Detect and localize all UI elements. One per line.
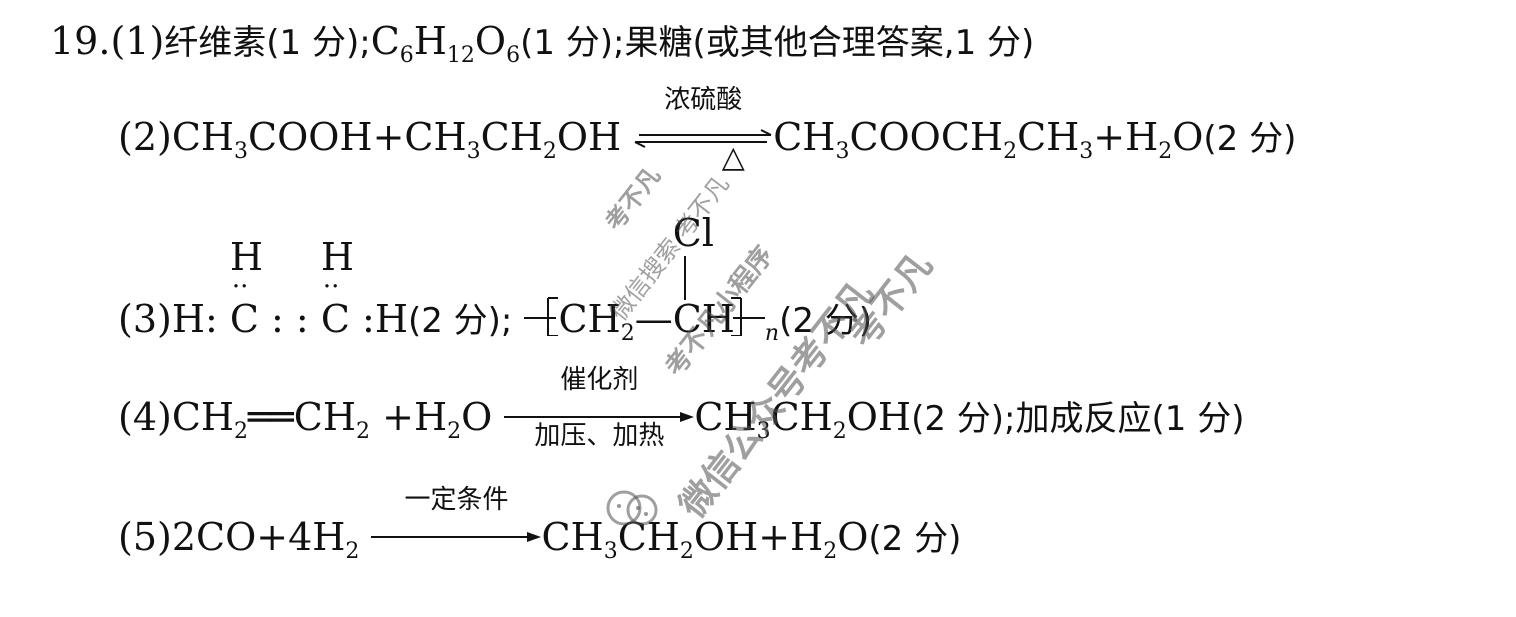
arrow-condition-top: 一定条件 (404, 484, 509, 515)
product-text: CH (694, 395, 757, 439)
question-number: 19. (50, 19, 111, 63)
product-text: +H (1093, 115, 1159, 159)
reactant-text: OH (556, 115, 622, 159)
atom-h: H (171, 297, 205, 341)
arrow-right-icon (504, 411, 695, 422)
wechat-logo-icon (606, 490, 658, 526)
part-3-answer: (3)H: H ·· C : : H ·· C :H(2 分); CH2— Cl… (118, 214, 873, 345)
sub: 3 (1079, 139, 1094, 164)
watermark: 考不凡 (599, 161, 667, 236)
double-electron-pair: : : (271, 297, 309, 341)
score: (2 分); (407, 301, 513, 341)
fructose-answer: (1 分);果糖(或其他合理答案,1 分) (520, 23, 1035, 63)
electron-dots: ·· (231, 272, 249, 302)
bracket-left-icon (524, 297, 559, 336)
reactant-text: CH (171, 115, 235, 159)
pvc-polymer: CH2— Cl CH (524, 214, 765, 345)
part-4-equation: (4)CH2══CH2 +H2O 催化剂 加压、加热 CH3CH2OH(2 分)… (118, 367, 1245, 449)
score: (2 分);加成反应(1 分) (911, 399, 1245, 439)
formula-h: H (413, 19, 447, 63)
bond-line-icon (683, 256, 686, 300)
sub: 2 (345, 539, 360, 564)
reversible-arrow-icon (634, 128, 772, 148)
arrow-condition-bottom: 加压、加热 (534, 420, 665, 451)
sub: 2 (1003, 139, 1018, 164)
score: (2 分) (868, 519, 962, 559)
bracket-right-icon (730, 297, 765, 336)
reactant-text: +H (370, 395, 448, 439)
product-text: OH (846, 395, 912, 439)
ch-unit: Cl CH (672, 214, 735, 341)
sub: 2 (679, 539, 694, 564)
sub: 2 (620, 321, 635, 346)
part-label: (3) (118, 297, 172, 341)
sub: 2 (542, 139, 557, 164)
single-bond: — (634, 297, 673, 341)
formula-o: O (474, 19, 507, 63)
sub: 3 (234, 139, 249, 164)
score: (2 分) (779, 301, 873, 341)
atom-c: C (229, 297, 259, 341)
sub: 3 (835, 139, 850, 164)
part-label: (5) (118, 515, 172, 559)
polymer-unit: CH (672, 297, 735, 341)
electron-dots: ·· (322, 272, 340, 302)
product-text: CH (770, 395, 833, 439)
part-label: (1) (110, 19, 165, 63)
product-text: OH+H (693, 515, 824, 559)
sub: 3 (603, 539, 618, 564)
arrow-condition-top: 浓硫酸 (664, 84, 743, 115)
heat-symbol: △ (721, 139, 745, 175)
atom-c: C (320, 297, 350, 341)
formula-c: C (370, 19, 400, 63)
reversible-arrow: 浓硫酸 △ (633, 87, 773, 172)
sub: 2 (1158, 139, 1173, 164)
sub: 2 (823, 539, 838, 564)
product-text: O (1172, 115, 1204, 159)
part-2-equation: (2)CH3COOH+CH3CH2OH 浓硫酸 △ CH3COOCH2CH3+H… (118, 87, 1297, 173)
sub: 2 (356, 419, 371, 444)
chlorine-atom: Cl (672, 211, 714, 255)
reactant-text: CH (171, 395, 235, 439)
arrow-right-icon (371, 531, 542, 542)
sub: 2 (447, 419, 462, 444)
cellulose-answer: 纤维素(1 分); (164, 23, 371, 63)
arrow-condition-top: 催化剂 (560, 364, 639, 395)
reactant-text: COOH+CH (248, 115, 467, 159)
electron-pair: : (204, 297, 218, 341)
carbon-1: H ·· C (229, 238, 263, 341)
sub: 6 (506, 43, 521, 68)
product-text: CH (1017, 115, 1080, 159)
atom-h: H (229, 235, 264, 279)
repeat-n: n (764, 321, 780, 346)
reactant-text: ══CH (248, 395, 357, 439)
product-text: CH (773, 115, 836, 159)
reactant-text: O (461, 395, 493, 439)
sub: 6 (399, 43, 414, 68)
product-text: CH (541, 515, 604, 559)
carbon-2: H ·· C (320, 238, 354, 341)
score: (2 分) (1203, 119, 1297, 159)
reactant-text: 2CO+4H (171, 515, 346, 559)
product-text: O (837, 515, 869, 559)
sub: 12 (446, 43, 475, 68)
electron-pair: : (362, 297, 375, 341)
polymer-unit: CH (558, 297, 621, 341)
part-label: (2) (118, 115, 172, 159)
atom-h: H (320, 235, 354, 279)
part-1-answer: 19.(1)纤维素(1 分);C6H12O6(1 分);果糖(或其他合理答案,1… (50, 19, 1035, 67)
product-text: COOCH (849, 115, 1004, 159)
part-label: (4) (118, 395, 172, 439)
reaction-arrow: 催化剂 加压、加热 (504, 367, 695, 449)
reactant-text: CH (480, 115, 543, 159)
sub: 2 (832, 419, 847, 444)
reaction-arrow: 一定条件 (371, 487, 542, 561)
sub: 2 (234, 419, 249, 444)
atom-h: H (374, 297, 408, 341)
sub: 3 (756, 419, 771, 444)
part-5-equation: (5)2CO+4H2 一定条件 CH3CH2OH+H2O(2 分) (118, 487, 962, 564)
sub: 3 (466, 139, 481, 164)
